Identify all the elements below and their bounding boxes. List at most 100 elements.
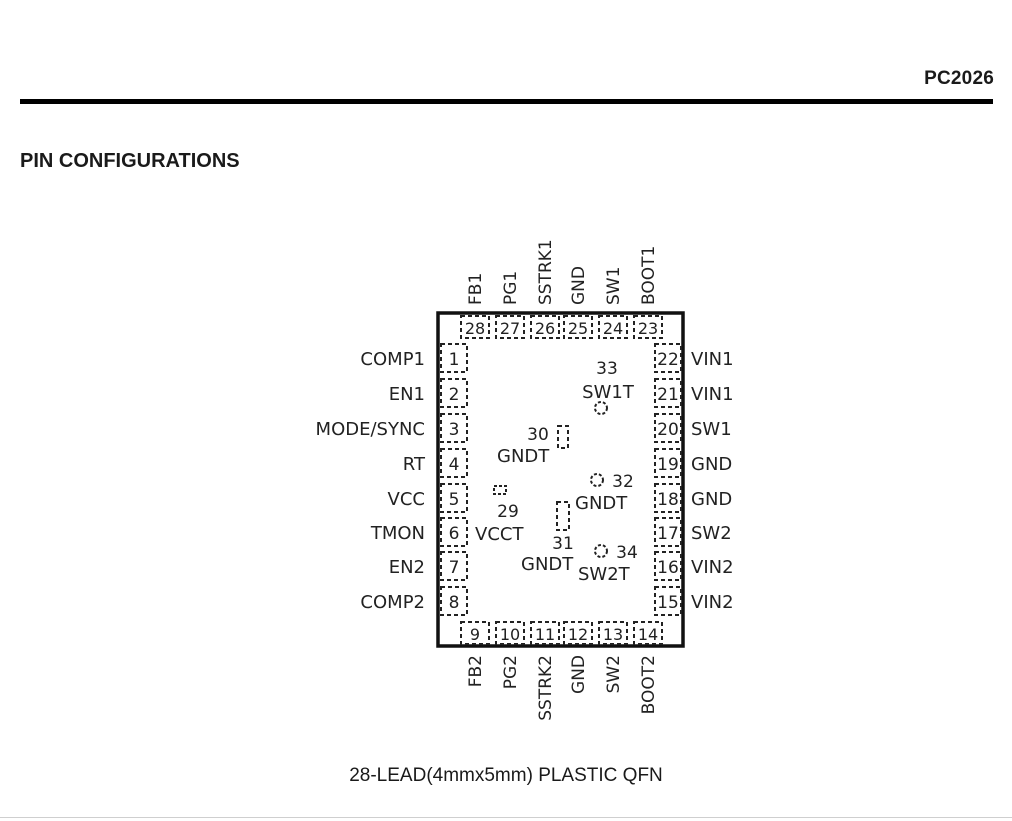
header-rule (20, 99, 993, 104)
pin-name: PG2 (501, 655, 521, 689)
pin-name: EN2 (389, 557, 425, 578)
pin-number: 11 (535, 625, 555, 644)
pin-name: SSTRK2 (536, 655, 556, 721)
pin-pad (460, 315, 490, 339)
pad-number: 33 (596, 359, 618, 379)
pad-marker (594, 401, 608, 415)
pin-pad (654, 343, 682, 373)
pin-name: VIN2 (691, 592, 734, 613)
pin-name: SW1 (691, 419, 732, 440)
pin-pad (440, 517, 468, 547)
pin-number: 7 (449, 558, 460, 578)
pin-pad (440, 378, 468, 408)
pin-number: 6 (449, 524, 460, 544)
pin-name: GND (691, 489, 732, 510)
pin-name: VIN1 (691, 349, 734, 370)
pin-number: 28 (465, 319, 485, 338)
pin-pad (495, 621, 525, 645)
pin-number: 9 (470, 625, 480, 644)
pin-number: 18 (657, 490, 679, 510)
pin-pad (598, 621, 628, 645)
pin-number: 27 (500, 319, 520, 338)
pin-number: 10 (500, 625, 520, 644)
pin-pad (440, 586, 468, 616)
pin-name: MODE/SYNC (316, 419, 425, 440)
pin-1: 1 COMP1 (360, 343, 468, 373)
pin-number: 16 (657, 558, 679, 578)
pad-number: 29 (497, 502, 519, 522)
pin-name: VCC (388, 489, 425, 510)
pin-number: 20 (657, 420, 679, 440)
pin-name: VIN1 (691, 384, 734, 405)
pin-pad (654, 413, 682, 443)
pin-name: BOOT2 (639, 655, 659, 714)
pin-pad (654, 517, 682, 547)
pin-name: SW1 (604, 267, 624, 305)
section-title: PIN CONFIGURATIONS (20, 150, 240, 172)
pin-pad (530, 315, 560, 339)
pin-3: 3 MODE/SYNC (316, 413, 468, 443)
pin-number: 17 (657, 524, 679, 544)
pad-name: SW1T (582, 382, 635, 403)
pin-number: 22 (657, 350, 679, 370)
pin-pad (654, 448, 682, 478)
pin-name: PG1 (501, 271, 521, 305)
pin-name: RT (403, 454, 426, 475)
pad-name: GNDT (521, 554, 574, 575)
pin-pad (440, 413, 468, 443)
pin-pad (530, 621, 560, 645)
pad-name: SW2T (578, 564, 631, 585)
pad-number: 31 (552, 534, 574, 554)
pad-marker (590, 473, 604, 487)
package-body (436, 311, 685, 648)
pin-pad (440, 483, 468, 513)
pad-name: GNDT (497, 446, 550, 467)
pin-number: 25 (568, 319, 588, 338)
pin-27: 27 PG1 (495, 271, 525, 339)
pin-number: 12 (568, 625, 588, 644)
pin-22: 22 VIN1 (654, 343, 734, 373)
pin-pad (563, 621, 593, 645)
part-number: PC2026 (924, 68, 994, 89)
pin-18: 18 GND (654, 483, 732, 513)
pin-number: 14 (638, 625, 658, 644)
pin-name: BOOT1 (639, 246, 659, 305)
pin-name: COMP1 (360, 349, 425, 370)
pin-4: 4RT (403, 448, 468, 478)
pin-name: FB1 (466, 273, 486, 305)
pin-number: 24 (603, 319, 623, 338)
pin-name: COMP2 (360, 592, 425, 613)
footer-rule (0, 817, 1012, 818)
pad-number: 34 (616, 543, 638, 563)
pin-pad (654, 551, 682, 581)
package-caption: 28-LEAD(4mmx5mm) PLASTIC QFN (349, 765, 663, 786)
pin-number: 1 (449, 350, 460, 370)
pin-number: 19 (657, 455, 679, 475)
pin-name: GND (569, 266, 589, 305)
pin-number: 3 (449, 420, 460, 440)
pin-name: SW2 (604, 655, 624, 693)
pin-pad (440, 448, 468, 478)
pin-pad (654, 586, 682, 616)
pin-number: 13 (603, 625, 623, 644)
pin-28: 28 FB1 (460, 273, 490, 339)
pin-number: 2 (449, 385, 460, 405)
